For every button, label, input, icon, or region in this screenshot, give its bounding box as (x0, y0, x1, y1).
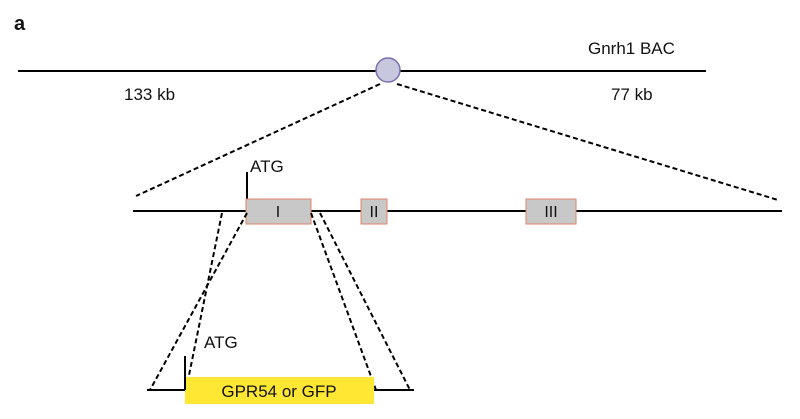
crossover-left-dashed-line-2 (149, 212, 248, 391)
zoom-right-dashed-line (396, 83, 779, 201)
crossover-left-dashed-line-1 (185, 212, 223, 391)
panel-label: a (14, 13, 26, 35)
bac-right-size-label: 77 kb (611, 85, 653, 104)
crossover-right-dashed-line-1 (310, 212, 377, 391)
exon-2-label: II (370, 204, 379, 221)
gene-atg-label: ATG (250, 157, 284, 176)
exon-3 (525, 198, 577, 225)
exon-1-label: I (276, 204, 280, 221)
bac-name-label: Gnrh1 BAC (588, 39, 675, 58)
crossover-right-dashed-line-2 (319, 212, 411, 391)
cassette-box (185, 377, 374, 404)
exon-1 (245, 198, 312, 225)
zoom-left-dashed-line (135, 83, 381, 197)
gene-locus-marker (375, 57, 401, 83)
exon-3-label: III (544, 204, 557, 221)
cassette-label: GPR54 or GFP (221, 382, 336, 401)
cassette-atg-label: ATG (204, 333, 238, 352)
exon-2 (360, 198, 388, 225)
bac-left-size-label: 133 kb (124, 85, 175, 104)
